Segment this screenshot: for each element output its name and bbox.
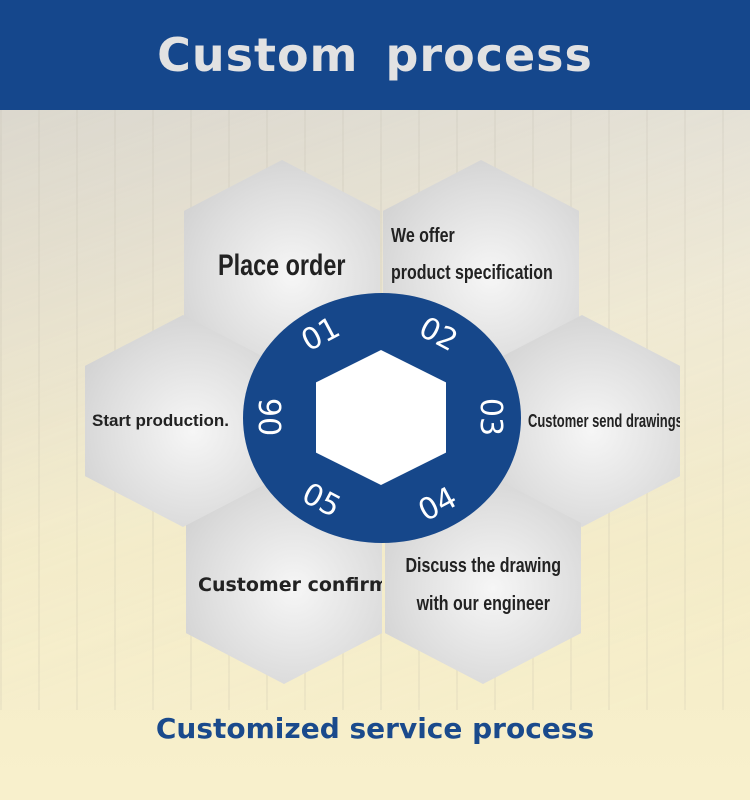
step-number-06: 06 [254, 397, 289, 437]
header-banner: Custom process [0, 0, 750, 110]
step-label: Start production. [92, 411, 229, 430]
step-label-line2: with our engineer [416, 593, 550, 615]
step-label: Customer confirm [198, 574, 389, 596]
step-label-line1: Discuss the drawing [405, 555, 561, 577]
step-label-line1: We offer [391, 225, 455, 247]
step-label-line2: product specification [391, 262, 553, 284]
footer-subtitle: Customized service process [155, 712, 595, 745]
center-hexagon [316, 350, 446, 485]
step-number-03: 03 [473, 397, 508, 437]
step-label: Customer send drawings [528, 410, 683, 431]
step-label: Place order [218, 249, 346, 282]
page-title: Custom process [157, 28, 593, 82]
